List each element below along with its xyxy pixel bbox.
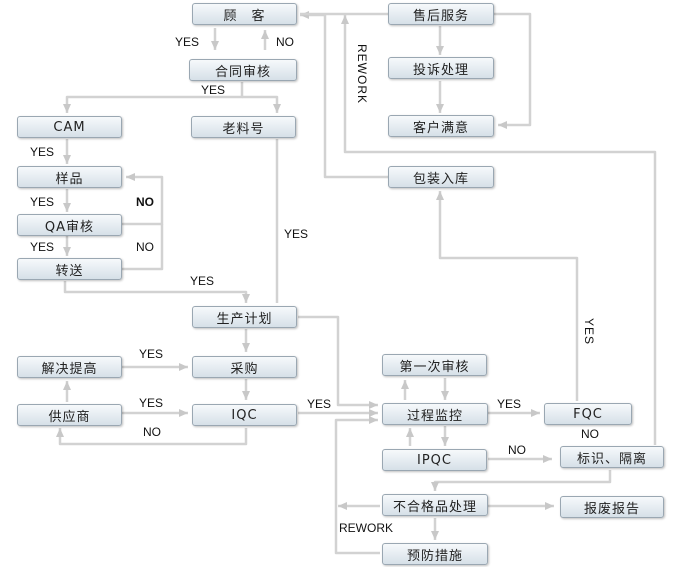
node-fqc[interactable]: FQC [544, 403, 632, 425]
label-yes-transfer-production: YES [190, 274, 215, 288]
flow-mark-to-nonconforming [431, 470, 612, 491]
label-yes-supplier-iqc: YES [139, 396, 164, 410]
node-qa-review[interactable]: QA审核 [17, 214, 122, 236]
flow-qa-no-loop [122, 173, 164, 226]
node-supplier[interactable]: 供应商 [17, 404, 122, 426]
node-customer[interactable]: 顾 客 [192, 3, 297, 25]
node-purchase[interactable]: 采购 [192, 356, 297, 378]
flow-contract-to-oldmaterial [242, 95, 281, 113]
flow-iqc-no-return [56, 428, 248, 446]
flow-fqc-to-pack [436, 191, 579, 401]
label-yes-customer-contract: YES [175, 35, 200, 49]
flow-production-to-process [298, 315, 378, 409]
node-pack-storage[interactable]: 包装入库 [388, 166, 494, 188]
label-no-fqc: NO [581, 427, 599, 441]
node-first-review[interactable]: 第一次审核 [382, 354, 487, 376]
node-sample[interactable]: 样品 [17, 166, 122, 188]
node-iqc[interactable]: IQC [192, 404, 297, 426]
node-cam[interactable]: CAM [17, 116, 122, 138]
label-no-qa-loop: NO [136, 195, 154, 209]
flow-prevention-rework-loop [334, 416, 380, 555]
node-solve-improve[interactable]: 解决提高 [17, 356, 122, 378]
node-nonconforming[interactable]: 不合格品处理 [382, 494, 488, 516]
node-prevention[interactable]: 预防措施 [382, 543, 488, 565]
flow-transfer-no-loop [122, 224, 164, 271]
label-rework-vertical: REWORK [355, 44, 369, 104]
label-yes-cam-sample: YES [30, 145, 55, 159]
label-yes-qa-transfer: YES [30, 240, 55, 254]
node-ipqc[interactable]: IPQC [382, 449, 487, 471]
node-contract-review[interactable]: 合同审核 [189, 59, 297, 81]
node-old-material[interactable]: 老料号 [191, 116, 296, 138]
flow-service-to-satisfaction [494, 12, 532, 129]
node-after-sales[interactable]: 售后服务 [388, 3, 494, 25]
flow-contract-split [63, 82, 244, 113]
label-rework-nonconforming: REWORK [339, 521, 393, 535]
node-scrap-report[interactable]: 报废报告 [560, 496, 664, 518]
label-yes-oldmaterial-production: YES [284, 227, 309, 241]
node-production-plan[interactable]: 生产计划 [192, 306, 297, 328]
flow-mark-rework [341, 15, 657, 445]
label-yes-sample-qa: YES [30, 195, 55, 209]
label-no-ipqc-mark: NO [508, 443, 526, 457]
node-process-monitor[interactable]: 过程监控 [382, 403, 488, 425]
node-transfer[interactable]: 转送 [17, 258, 122, 280]
label-yes-iqc-process: YES [307, 397, 332, 411]
label-no-contract-customer: NO [276, 35, 294, 49]
label-no-iqc-return: NO [143, 425, 161, 439]
label-yes-contract-split: YES [201, 83, 226, 97]
node-mark-isolate[interactable]: 标识、隔离 [560, 446, 664, 468]
label-yes-fqc-pack: YES [582, 318, 596, 346]
label-yes-solve-purchase: YES [139, 347, 164, 361]
label-no-transfer-loop: NO [136, 240, 154, 254]
node-customer-satisfaction[interactable]: 客户满意 [388, 115, 494, 137]
node-complaint-handling[interactable]: 投诉处理 [388, 57, 494, 79]
label-yes-process-fqc: YES [497, 397, 522, 411]
flow-transfer-to-production [63, 281, 250, 303]
